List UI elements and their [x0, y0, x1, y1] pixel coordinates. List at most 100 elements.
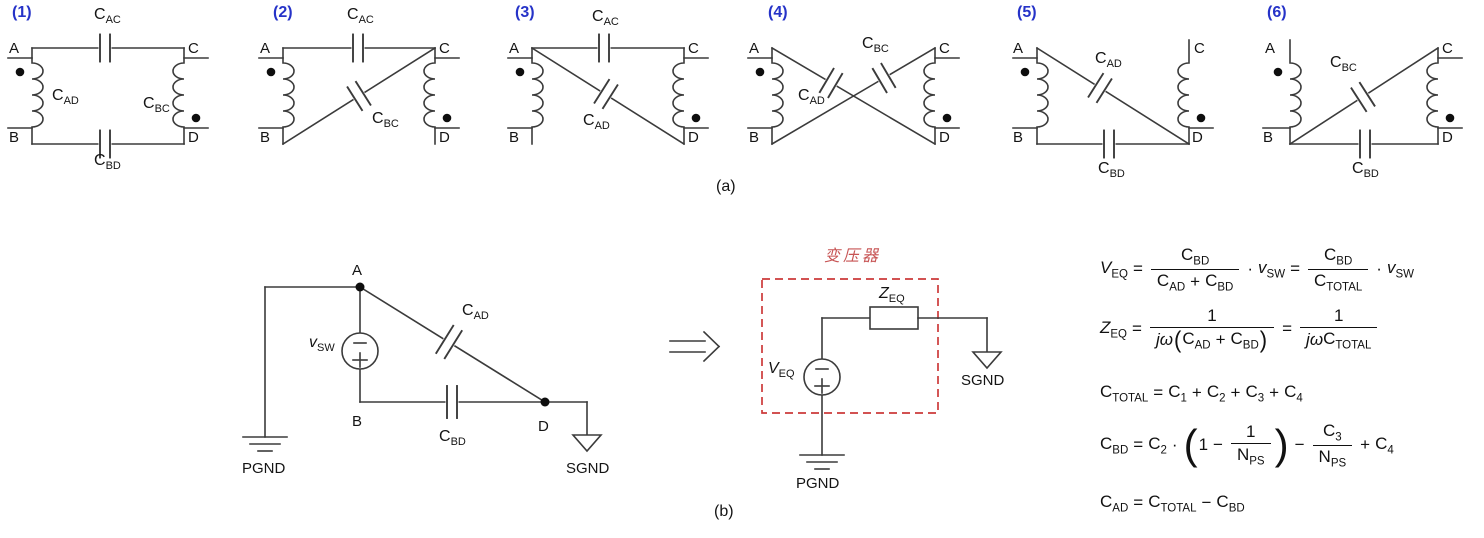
- polarity-dot: [1445, 113, 1455, 123]
- capacitor-cbd: [1358, 129, 1372, 159]
- inductor-secondary: [1426, 47, 1439, 145]
- capacitor-cbd: [445, 385, 459, 419]
- label-zeq: ZEQ: [879, 285, 905, 306]
- capacitor-cad: [818, 67, 844, 99]
- terminal-b: B: [509, 129, 520, 146]
- polarity-dot: [442, 113, 452, 123]
- terminal-c: C: [1442, 40, 1453, 57]
- node-d-dot: [540, 397, 550, 407]
- partb-source-circuit: [242, 282, 603, 453]
- label-cbc: CBC: [372, 110, 399, 131]
- label-cbc: CBC: [143, 95, 170, 116]
- equation-cad: CAD=CTOTAL−CBD: [1100, 492, 1245, 515]
- circuit-4-number: (4): [768, 4, 788, 21]
- terminal-a: A: [1013, 40, 1024, 57]
- pgnd-label: PGND: [242, 460, 286, 477]
- inductor-primary: [1036, 47, 1049, 145]
- terminal-c: C: [439, 40, 450, 57]
- capacitor-cbc: [1350, 81, 1376, 113]
- pgnd-ground-symbol: [242, 436, 288, 452]
- node-a-dot: [355, 282, 365, 292]
- label-cbc: CBC: [862, 35, 889, 56]
- partb-equivalent-circuit: [761, 278, 1003, 470]
- label-cad: CAD: [798, 87, 825, 108]
- implies-arrow-icon: [669, 330, 721, 363]
- label-cbd: CBD: [1352, 160, 1379, 181]
- sgnd-ground-symbol: [971, 351, 1003, 370]
- node-b-label: B: [352, 413, 363, 430]
- pgnd-ground-symbol: [799, 454, 845, 470]
- circuit-1: [7, 33, 209, 159]
- inductor-secondary: [172, 47, 185, 145]
- transformer-dashed-box: [761, 278, 939, 414]
- pgnd-label: PGND: [796, 475, 840, 492]
- terminal-d: D: [939, 129, 950, 146]
- label-cad: CAD: [462, 302, 489, 323]
- capacitor-cbd: [98, 129, 112, 159]
- polarity-dot: [15, 67, 25, 77]
- circuit-4: [747, 46, 960, 146]
- equation-ctotal: CTOTAL=C1+C2+C3+C4: [1100, 382, 1303, 405]
- voltage-source-vsw: [341, 332, 379, 370]
- terminal-a: A: [509, 40, 520, 57]
- capacitor-cbc: [346, 80, 372, 112]
- circuit-6-number: (6): [1267, 4, 1287, 21]
- terminal-b: B: [1263, 129, 1274, 146]
- label-cbd: CBD: [1098, 160, 1125, 181]
- inductor-secondary: [423, 47, 436, 145]
- circuit-3-number: (3): [515, 4, 535, 21]
- label-cbd: CBD: [94, 152, 121, 173]
- voltage-source-veq: [803, 358, 841, 396]
- polarity-dot: [1273, 67, 1283, 77]
- circuit-5: [1012, 39, 1214, 159]
- capacitor-cad: [434, 324, 464, 360]
- label-vsw: vSW: [309, 334, 335, 355]
- label-cad: CAD: [583, 112, 610, 133]
- inductor-primary: [31, 47, 44, 145]
- terminal-b: B: [260, 129, 271, 146]
- polarity-dot: [1020, 67, 1030, 77]
- inductor-primary: [1289, 39, 1302, 145]
- terminal-d: D: [1442, 129, 1453, 146]
- inductor-secondary: [1177, 39, 1190, 145]
- circuit-6: [1262, 39, 1463, 159]
- impedance-zeq: [869, 306, 919, 330]
- sgnd-label: SGND: [961, 372, 1005, 389]
- inductor-primary: [771, 47, 784, 145]
- terminal-c: C: [1194, 40, 1205, 57]
- polarity-dot: [191, 113, 201, 123]
- capacitor-cad: [593, 78, 619, 110]
- terminal-b: B: [749, 129, 760, 146]
- label-cac: CAC: [94, 6, 121, 27]
- terminal-b: B: [9, 129, 20, 146]
- terminal-d: D: [188, 129, 199, 146]
- inductor-primary: [282, 47, 295, 145]
- node-d-label: D: [538, 418, 549, 435]
- terminal-d: D: [439, 129, 450, 146]
- capacitor-cad: [1087, 72, 1113, 104]
- label-cac: CAC: [592, 8, 619, 29]
- transformer-box-label: 变压器: [824, 246, 882, 265]
- inductor-secondary: [672, 47, 685, 145]
- inductor-secondary: [923, 47, 936, 145]
- circuit-1-number: (1): [12, 4, 32, 21]
- terminal-d: D: [688, 129, 699, 146]
- capacitor-cbd: [1102, 129, 1116, 159]
- terminal-d: D: [1192, 129, 1203, 146]
- terminal-b: B: [1013, 129, 1024, 146]
- terminal-a: A: [260, 40, 271, 57]
- terminal-c: C: [188, 40, 199, 57]
- terminal-a: A: [9, 40, 20, 57]
- terminal-a: A: [1265, 40, 1276, 57]
- polarity-dot: [755, 67, 765, 77]
- circuit-5-number: (5): [1017, 4, 1037, 21]
- node-a-label: A: [352, 262, 363, 279]
- caption-b: (b): [714, 503, 734, 520]
- polarity-dot: [942, 113, 952, 123]
- capacitor-cac: [351, 33, 365, 63]
- terminal-a: A: [749, 40, 760, 57]
- label-cbc: CBC: [1330, 54, 1357, 75]
